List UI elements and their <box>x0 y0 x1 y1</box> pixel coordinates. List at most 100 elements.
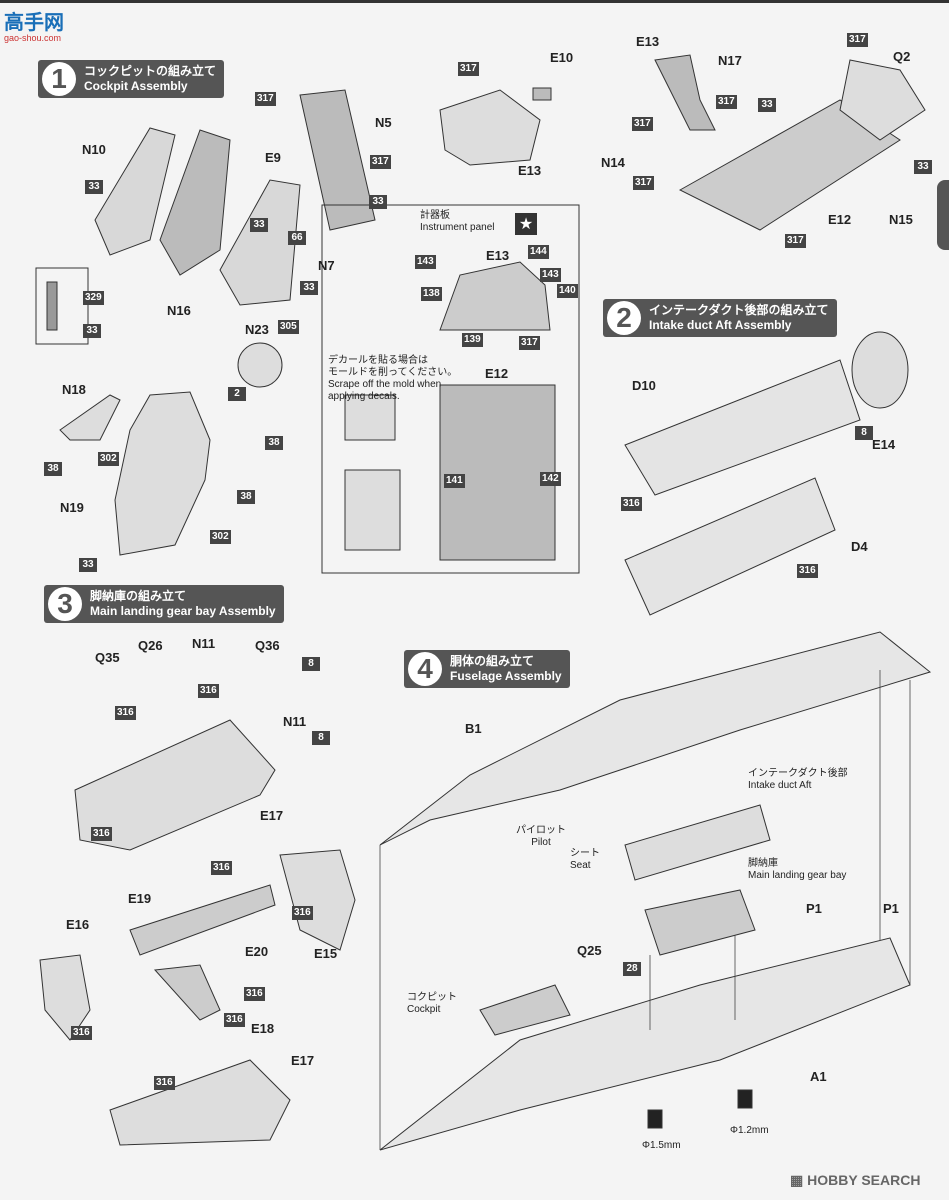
step-4-header: 4 胴体の組み立て Fuselage Assembly <box>404 650 570 688</box>
gear-bay-e17-top <box>74 719 276 851</box>
paint-code-badge: 142 <box>540 472 561 486</box>
paint-code-badge: 316 <box>91 827 112 841</box>
instrument-panel-frame <box>321 204 580 574</box>
step-1-number: 1 <box>42 62 76 96</box>
paint-code-badge: 316 <box>115 706 136 720</box>
inset-box <box>35 267 89 345</box>
paint-code-badge: 138 <box>421 287 442 301</box>
intake-label-en: Intake duct Aft <box>748 780 812 791</box>
drill-marker-2 <box>737 1089 753 1109</box>
paint-code-badge: 317 <box>785 234 806 248</box>
part-label: N11 <box>192 636 216 651</box>
paint-code-badge: 317 <box>847 33 868 47</box>
paint-code-badge: 28 <box>623 962 641 976</box>
part-label: N15 <box>889 212 913 227</box>
part-label: N11 <box>283 714 307 729</box>
gearbay-label: 脚納庫 Main landing gear bay <box>748 858 846 882</box>
part-label: E12 <box>828 212 852 227</box>
step-1-title-en: Cockpit Assembly <box>84 79 188 93</box>
tub-detail-1 <box>344 394 396 441</box>
pilot-body <box>114 391 211 556</box>
cockpit-label: コクピット Cockpit <box>407 992 457 1016</box>
part-label: E15 <box>314 946 338 961</box>
watermark-icon: ▦ <box>790 1172 808 1188</box>
gear-bay-e15 <box>279 849 356 951</box>
paint-code-badge: 8 <box>302 657 320 671</box>
paint-code-badge: 140 <box>557 284 578 298</box>
step-2-number: 2 <box>607 301 641 335</box>
part-label: Q36 <box>255 638 280 653</box>
fuselage-gear-bay-part <box>644 889 756 956</box>
panel-part-e13 <box>439 89 541 166</box>
paint-code-badge: 143 <box>415 255 436 269</box>
decal-note-en2: applying decals. <box>328 391 400 402</box>
step-1-header: 1 コックピットの組み立て Cockpit Assembly <box>38 60 225 98</box>
paint-code-badge: 316 <box>292 906 313 920</box>
part-label: E14 <box>872 437 896 452</box>
paint-code-badge: 33 <box>250 218 268 232</box>
site-logo-sub: gao-shou.com <box>4 33 62 43</box>
gear-bay-e16 <box>39 954 91 1041</box>
paint-code-badge: 317 <box>458 62 479 76</box>
instrument-panel-label: 計器板 Instrument panel <box>420 210 495 234</box>
cockpit-label-jp: コクピット <box>407 992 457 1003</box>
part-label: N16 <box>167 303 191 318</box>
part-label: E19 <box>128 891 152 906</box>
paint-code-badge: 317 <box>255 92 276 106</box>
intake-label: インテークダクト後部 Intake duct Aft <box>748 768 848 792</box>
paint-code-badge: 141 <box>444 474 465 488</box>
instrument-panel-jp: 計器板 <box>420 210 450 221</box>
instrument-panel <box>439 261 551 331</box>
paint-code-badge: 66 <box>288 231 306 245</box>
paint-code-badge: 33 <box>369 195 387 209</box>
part-label: N14 <box>601 155 625 170</box>
step-3-title-jp: 脚納庫の組み立て <box>90 589 187 603</box>
paint-code-badge: 33 <box>83 324 101 338</box>
part-label: D4 <box>851 539 868 554</box>
cockpit-tub-e12-main <box>678 99 901 231</box>
paint-code-badge: 329 <box>83 291 104 305</box>
part-label: Q25 <box>577 943 602 958</box>
paint-code-badge: 8 <box>312 731 330 745</box>
hobby-search-watermark: ▦ HOBBY SEARCH <box>790 1172 920 1189</box>
paint-code-badge: 139 <box>462 333 483 347</box>
paint-code-badge: 33 <box>914 160 932 174</box>
step-4-number: 4 <box>408 652 442 686</box>
gear-bay-e17-bottom <box>109 1059 291 1146</box>
part-label: E13 <box>518 163 542 178</box>
paint-code-badge: 144 <box>528 245 549 259</box>
part-label: N19 <box>60 500 84 515</box>
step-2-header: 2 インテークダクト後部の組み立て Intake duct Aft Assemb… <box>603 299 837 337</box>
part-label: E9 <box>265 150 281 165</box>
step-3-title-en: Main landing gear bay Assembly <box>90 604 276 618</box>
part-label: E13 <box>636 34 660 49</box>
paint-code-badge: 38 <box>265 436 283 450</box>
paint-code-badge: 316 <box>154 1076 175 1090</box>
part-label: N18 <box>62 382 86 397</box>
star-icon: ★ <box>515 213 537 235</box>
gear-bay-e20 <box>129 884 276 956</box>
part-label: E18 <box>251 1021 275 1036</box>
part-label: N23 <box>245 322 269 337</box>
part-label: E17 <box>291 1053 315 1068</box>
step-3-number: 3 <box>48 587 82 621</box>
seat-label-jp: シート <box>570 848 600 859</box>
decal-note-jp2: モールドを削ってください。 <box>328 367 458 378</box>
paint-code-badge: 305 <box>278 320 299 334</box>
step-1-title-jp: コックピットの組み立て <box>84 64 217 78</box>
paint-code-badge: 317 <box>716 95 737 109</box>
paint-code-badge: 316 <box>71 1026 92 1040</box>
part-label: Q26 <box>138 638 163 653</box>
tub-detail-2 <box>344 469 401 551</box>
part-label: E13 <box>486 248 510 263</box>
seat-label-en: Seat <box>570 860 591 871</box>
decal-note: デカールを貼る場合は モールドを削ってください。 Scrape off the … <box>328 355 457 403</box>
part-label: Q2 <box>893 49 911 64</box>
paint-code-badge: 302 <box>210 530 231 544</box>
seat-back-part <box>94 127 176 256</box>
intake-label-jp: インテークダクト後部 <box>748 768 848 779</box>
decal-note-jp1: デカールを貼る場合は <box>328 355 428 366</box>
paint-code-badge: 316 <box>797 564 818 578</box>
paint-code-badge: 316 <box>621 497 642 511</box>
part-label: B1 <box>465 721 482 736</box>
